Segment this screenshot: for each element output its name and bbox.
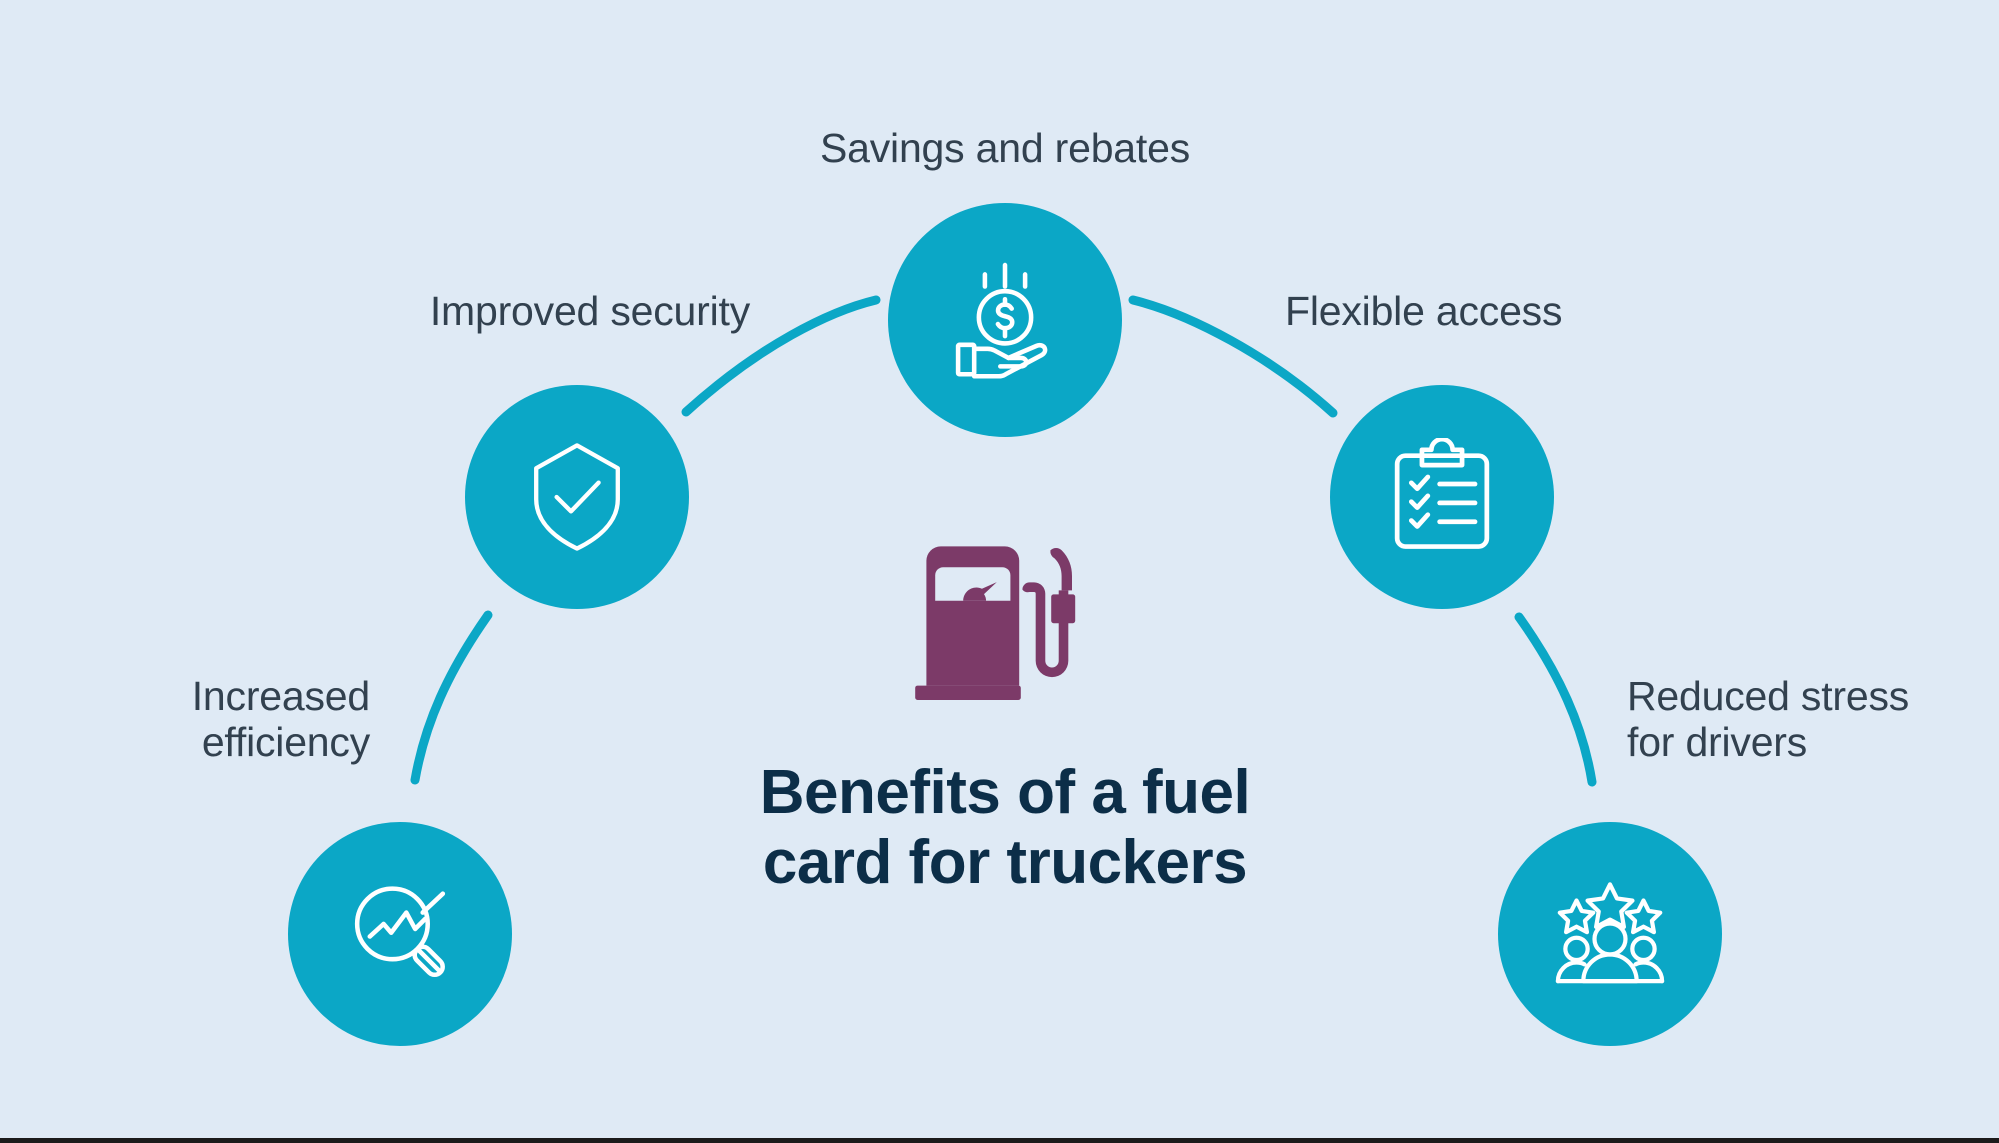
node-improved-security[interactable]	[465, 385, 689, 609]
label-improved-security: Improved security	[429, 288, 750, 334]
arc-security-to-efficiency	[410, 610, 493, 785]
people-stars-icon	[1548, 872, 1672, 996]
page-title: Benefits of a fuel card for truckers	[759, 758, 1251, 898]
magnifier-chart-icon	[337, 871, 463, 997]
label-savings-and-rebates: Savings and rebates	[819, 125, 1190, 171]
clipboard-checklist-icon	[1383, 438, 1501, 556]
hand-holding-coin-icon	[938, 253, 1072, 387]
node-reduced-stress-for-drivers[interactable]	[1498, 822, 1722, 1046]
label-increased-efficiency: Increased efficiency	[191, 673, 370, 766]
arc-flexible-to-stress	[1514, 612, 1597, 787]
node-savings-and-rebates[interactable]	[888, 203, 1122, 437]
label-flexible-access: Flexible access	[1285, 288, 1563, 334]
node-flexible-access[interactable]	[1330, 385, 1554, 609]
shield-check-icon	[517, 437, 637, 557]
label-reduced-stress-for-drivers: Reduced stress for drivers	[1627, 673, 1910, 766]
node-increased-efficiency[interactable]	[288, 822, 512, 1046]
fuel-pump-icon	[910, 540, 1090, 700]
